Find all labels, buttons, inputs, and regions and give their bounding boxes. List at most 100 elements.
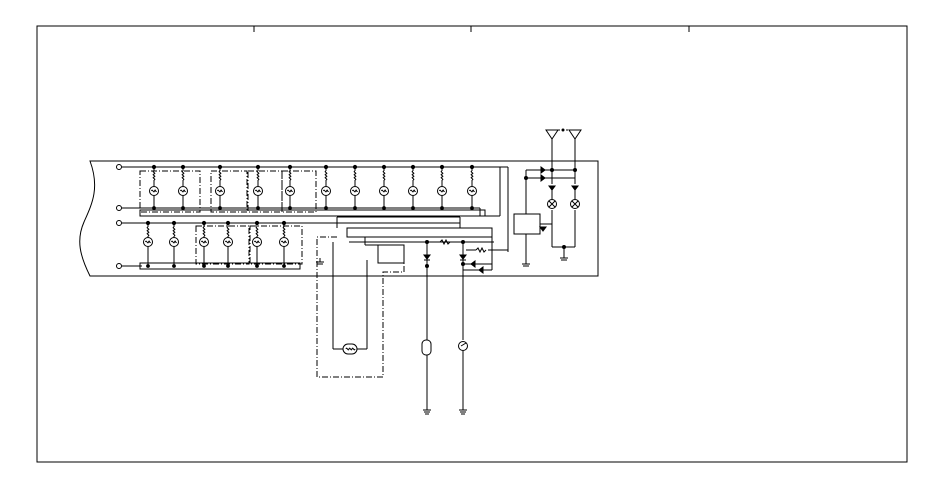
central-module	[336, 216, 508, 251]
diode	[478, 266, 484, 274]
cluster-outline	[79, 160, 599, 277]
diode	[470, 260, 476, 268]
junction-dot	[146, 264, 150, 268]
upper-bulb-row	[149, 164, 477, 210]
indicator-bulb	[467, 164, 477, 210]
module-signal-line	[349, 238, 494, 254]
indicator-bulb	[252, 220, 262, 268]
junction-dot	[226, 264, 230, 268]
ground-bar	[139, 262, 301, 270]
ground-bar	[139, 209, 486, 217]
junction-dot	[524, 176, 528, 180]
indicator-bulb	[169, 220, 179, 268]
connector-pin	[116, 220, 122, 226]
junction-dot	[202, 264, 206, 268]
bulb-symbol	[169, 237, 179, 247]
relay-body	[377, 244, 405, 264]
indicator-lamp	[570, 199, 580, 209]
coil	[382, 170, 386, 181]
indicator-bulb	[253, 164, 263, 210]
lower-ground-bar	[122, 262, 301, 270]
coil	[256, 170, 260, 181]
indicator-bulb	[379, 164, 389, 210]
diode	[548, 185, 556, 191]
indicator-bulb	[215, 164, 225, 210]
coil	[181, 170, 185, 181]
indicator-bulb	[149, 164, 159, 210]
drawing-frame	[36, 25, 908, 463]
bulb-symbol	[199, 237, 209, 247]
bulb-symbol	[149, 186, 159, 196]
connector-pin	[116, 263, 122, 269]
indicator-bulb	[321, 164, 331, 210]
coil	[152, 170, 156, 181]
frame-border	[36, 25, 908, 463]
resistor	[439, 238, 451, 246]
diode	[423, 254, 431, 260]
coil	[226, 226, 230, 237]
lower-bulb-row	[143, 220, 289, 268]
antenna-triangle	[545, 129, 559, 140]
coil	[411, 170, 415, 181]
indicator-bulb	[437, 164, 447, 210]
connector-pin	[116, 164, 122, 170]
upper-ground-bar	[122, 207, 486, 217]
diode	[459, 254, 467, 260]
bulb-symbol	[321, 186, 331, 196]
junction-dot	[282, 264, 286, 268]
bulb-symbol	[252, 237, 262, 247]
antenna-terminals	[545, 128, 582, 140]
oval-component	[421, 339, 432, 415]
module-bar	[346, 227, 493, 238]
junction-dot	[172, 264, 176, 268]
control-unit	[513, 213, 541, 235]
indicator-bulb	[199, 220, 209, 268]
lamp-circuit	[316, 242, 368, 355]
coil	[440, 170, 444, 181]
gauge-sender	[458, 341, 468, 415]
indicator-bulb	[350, 164, 360, 210]
bulb-symbol	[253, 186, 263, 196]
antenna-triangle	[568, 129, 582, 140]
coil	[255, 226, 259, 237]
bulb-symbol	[279, 237, 289, 247]
coil	[172, 226, 176, 237]
right-module	[513, 166, 577, 267]
bulb-symbol	[215, 186, 225, 196]
coil	[146, 226, 150, 237]
bulb-symbol	[143, 237, 153, 247]
junction-dot	[461, 262, 465, 266]
indicator-bulb	[223, 220, 233, 268]
connector-terminals	[116, 164, 122, 269]
bulb-symbol	[285, 186, 295, 196]
relay-box	[364, 237, 405, 264]
indicator-bulb	[408, 164, 418, 210]
upper-subassembly-frames	[139, 170, 317, 213]
external-feeds	[423, 242, 493, 340]
junction-dot	[561, 128, 565, 132]
coil	[282, 226, 286, 237]
indicator-bulb	[285, 164, 295, 210]
junction-dot	[562, 245, 566, 249]
diode	[540, 166, 546, 174]
bulb-symbol	[223, 237, 233, 247]
diode	[571, 185, 579, 191]
bus-end-stubs	[479, 208, 501, 217]
bulb-symbol	[350, 186, 360, 196]
coil	[218, 170, 222, 181]
indicator-lamp	[547, 199, 557, 209]
bulb-symbol	[467, 186, 477, 196]
junction-dot	[425, 264, 429, 268]
lamp-bulb	[342, 343, 358, 355]
coil	[470, 170, 474, 181]
bulb-symbol	[379, 186, 389, 196]
external-harness-frame	[316, 236, 405, 378]
lower-subassembly-frames	[195, 225, 303, 265]
resistor	[475, 246, 487, 254]
lamp-filament	[345, 347, 356, 351]
junction-dot	[255, 264, 259, 268]
coil	[324, 170, 328, 181]
diode	[539, 226, 547, 232]
bulb-symbol	[437, 186, 447, 196]
